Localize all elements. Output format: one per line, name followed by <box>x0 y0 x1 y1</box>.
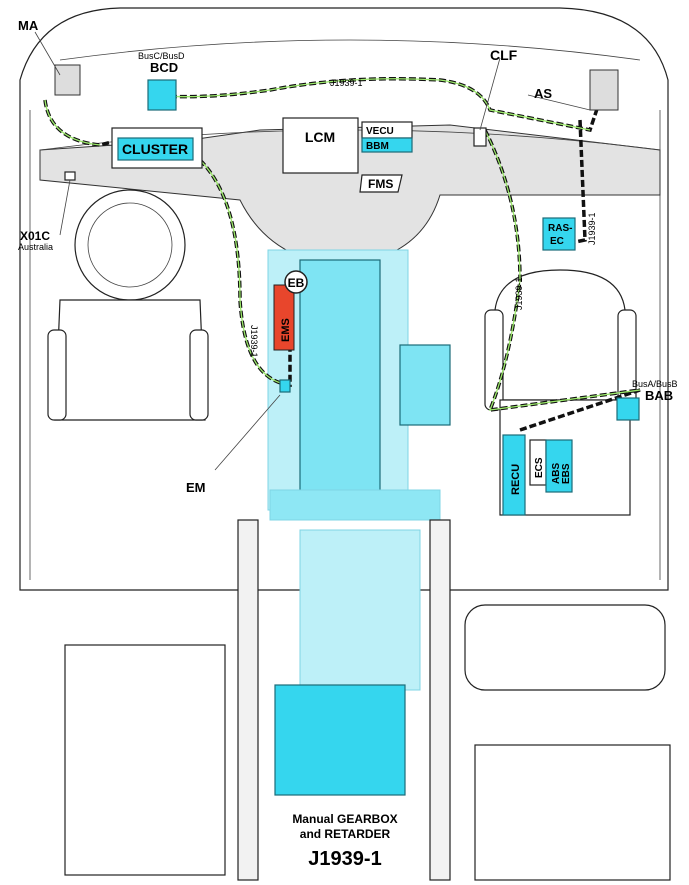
ems-label: EMS <box>280 318 292 342</box>
bab-connector <box>616 397 640 421</box>
eb-label: EB <box>288 276 305 290</box>
recu-label: RECU <box>510 464 522 495</box>
vecu-label: VECU <box>366 126 394 137</box>
bcd-bus-label: BusC/BusD <box>138 51 185 61</box>
fms-module: FMS <box>359 174 403 193</box>
x01c-connector <box>64 171 76 181</box>
bbm-label: BBM <box>366 141 389 152</box>
bcd-connector <box>147 79 177 111</box>
bab-label: BAB <box>645 388 673 403</box>
cluster-module: CLUSTER <box>111 127 203 169</box>
ebs-label: EBS <box>561 463 572 484</box>
as-label: AS <box>534 86 552 101</box>
ems-module: EMS <box>273 284 295 351</box>
title-line-3: J1939-1 <box>308 848 381 870</box>
engine-gearbox <box>237 249 451 881</box>
cluster-label: CLUSTER <box>122 141 188 157</box>
title-line-2: and RETARDER <box>300 827 391 841</box>
j1939-right-label: J1939-1 <box>514 277 524 310</box>
lcm-module: LCM <box>282 117 359 174</box>
as-module <box>589 69 619 111</box>
ras-ec-module: RAS- EC <box>542 217 576 251</box>
j1939-top-label: J1939-1 <box>330 78 363 88</box>
driver-seat <box>47 189 209 421</box>
vecu-module: VECU <box>361 121 413 139</box>
em-sensor <box>279 379 291 393</box>
recu-module: RECU <box>502 434 526 516</box>
bab-bus-label: BusA/BusB <box>632 379 678 389</box>
j1939-harness <box>43 77 641 432</box>
ma-label: MA <box>18 18 39 33</box>
bcd-label: BCD <box>150 60 178 75</box>
clf-label: CLF <box>490 47 518 63</box>
callout-lines <box>34 31 591 471</box>
ras-ec-label-2: EC <box>550 236 564 247</box>
passenger-seat <box>484 269 637 411</box>
ecs-label: ECS <box>534 457 545 478</box>
rear-frame <box>474 744 671 881</box>
lcm-label: LCM <box>305 129 335 145</box>
eb-marker: EB <box>284 270 308 294</box>
australia-label: Australia <box>18 242 53 252</box>
ecs-module: ECS <box>529 439 547 486</box>
clf-module <box>473 127 487 147</box>
ma-module <box>54 64 81 96</box>
em-label: EM <box>186 480 206 495</box>
battery-box <box>64 644 226 876</box>
title-line-1: Manual GEARBOX <box>292 812 397 826</box>
bbm-module: BBM <box>361 137 413 153</box>
j1939-right-upper-label: J1939-1 <box>587 212 597 245</box>
fuel-tank <box>464 604 666 691</box>
abs-label: ABS <box>551 463 562 484</box>
x01c-label: X01C <box>20 229 50 243</box>
fms-label: FMS <box>368 177 393 191</box>
abs-ebs-module: ABS EBS <box>545 439 573 493</box>
j1939-left-label: J1939-1 <box>249 325 259 358</box>
diagram-title: Manual GEARBOX and RETARDER J1939-1 <box>292 812 397 870</box>
ras-ec-label-1: RAS- <box>548 223 572 234</box>
